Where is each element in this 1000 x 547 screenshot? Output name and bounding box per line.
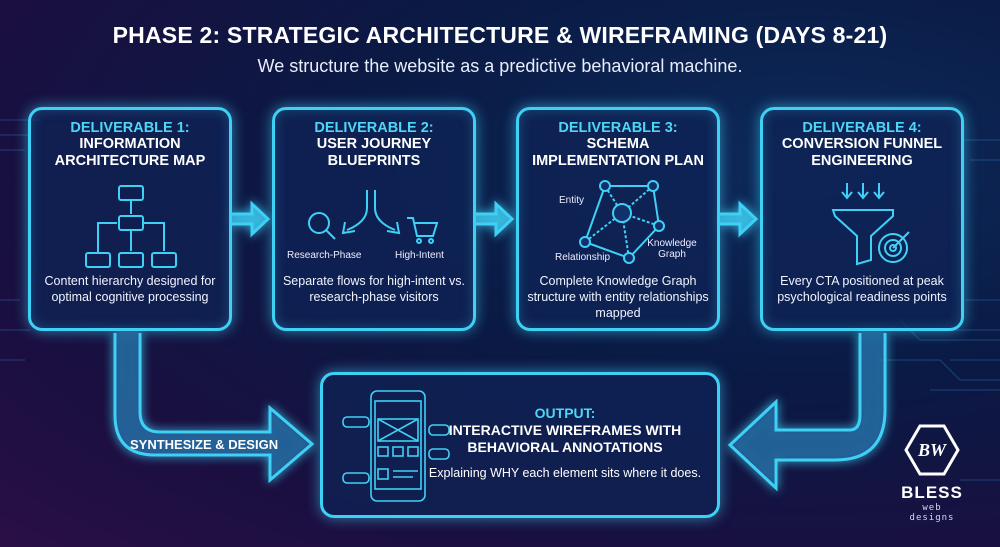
output-title-line: INTERACTIVE WIREFRAMES WITH: [448, 422, 682, 438]
card-title: BLUEPRINTS: [327, 153, 421, 169]
knowledge-graph-label: Knowledge Graph: [647, 238, 697, 260]
deliverable-card-1: DELIVERABLE 1: INFORMATION ARCHITECTURE …: [28, 107, 232, 331]
page-title: PHASE 2: STRATEGIC ARCHITECTURE & WIREFR…: [112, 22, 888, 48]
card-title: ENGINEERING: [811, 153, 913, 169]
card-title: INFORMATION: [79, 136, 181, 152]
card-description: Content hierarchy designed for optimal c…: [44, 274, 216, 304]
synthesize-design-label: SYNTHESIZE & DESIGN: [130, 437, 279, 452]
logo-name: BLESS: [901, 483, 963, 502]
card-description: Separate flows for high-intent vs. resea…: [282, 274, 466, 304]
card-description: Every CTA positioned at peak psychologic…: [777, 274, 947, 304]
card-title: SCHEMA: [586, 136, 650, 152]
research-phase-label: Research-Phase: [287, 250, 362, 261]
card-title: CONVERSION FUNNEL: [781, 136, 943, 152]
svg-text:BW: BW: [917, 440, 948, 460]
deliverable-card-4: DELIVERABLE 4: CONVERSION FUNNEL ENGINEE…: [760, 107, 964, 331]
high-intent-label: High-Intent: [395, 250, 444, 261]
wireframe-tablet-icon: [342, 390, 450, 502]
card-kicker: DELIVERABLE 1:: [70, 120, 190, 136]
sitemap-icon: [85, 185, 177, 268]
bw-hexagon-logo-icon: BW: [904, 424, 960, 476]
card-kicker: DELIVERABLE 3:: [558, 120, 678, 136]
card-kicker: DELIVERABLE 4:: [802, 120, 922, 136]
knowledge-graph-icon: [579, 180, 665, 264]
funnel-target-icon: [831, 183, 910, 266]
card-title: IMPLEMENTATION PLAN: [532, 153, 704, 169]
output-title-line: BEHAVIORAL ANNOTATIONS: [467, 439, 663, 455]
output-description: Explaining WHY each element sits where i…: [428, 466, 702, 480]
deliverable-card-3: DELIVERABLE 3: SCHEMA IMPLEMENTATION PLA…: [516, 107, 720, 331]
card-description: Complete Knowledge Graph structure with …: [527, 274, 709, 320]
card-title: ARCHITECTURE MAP: [54, 153, 206, 169]
entity-label: Entity: [559, 195, 585, 206]
page-subtitle: We structure the website as a predictive…: [257, 56, 743, 76]
card-kicker: DELIVERABLE 2:: [314, 120, 434, 136]
bless-logo: BW BLESS web designs: [897, 422, 967, 523]
deliverable-card-2: DELIVERABLE 2: USER JOURNEY BLUEPRINTS R…: [272, 107, 476, 331]
split-path-icon: [308, 190, 439, 244]
relationship-label: Relationship: [555, 252, 611, 263]
output-kicker: OUTPUT:: [534, 405, 596, 421]
card-title: USER JOURNEY: [316, 136, 432, 152]
logo-tagline: web designs: [909, 503, 955, 523]
